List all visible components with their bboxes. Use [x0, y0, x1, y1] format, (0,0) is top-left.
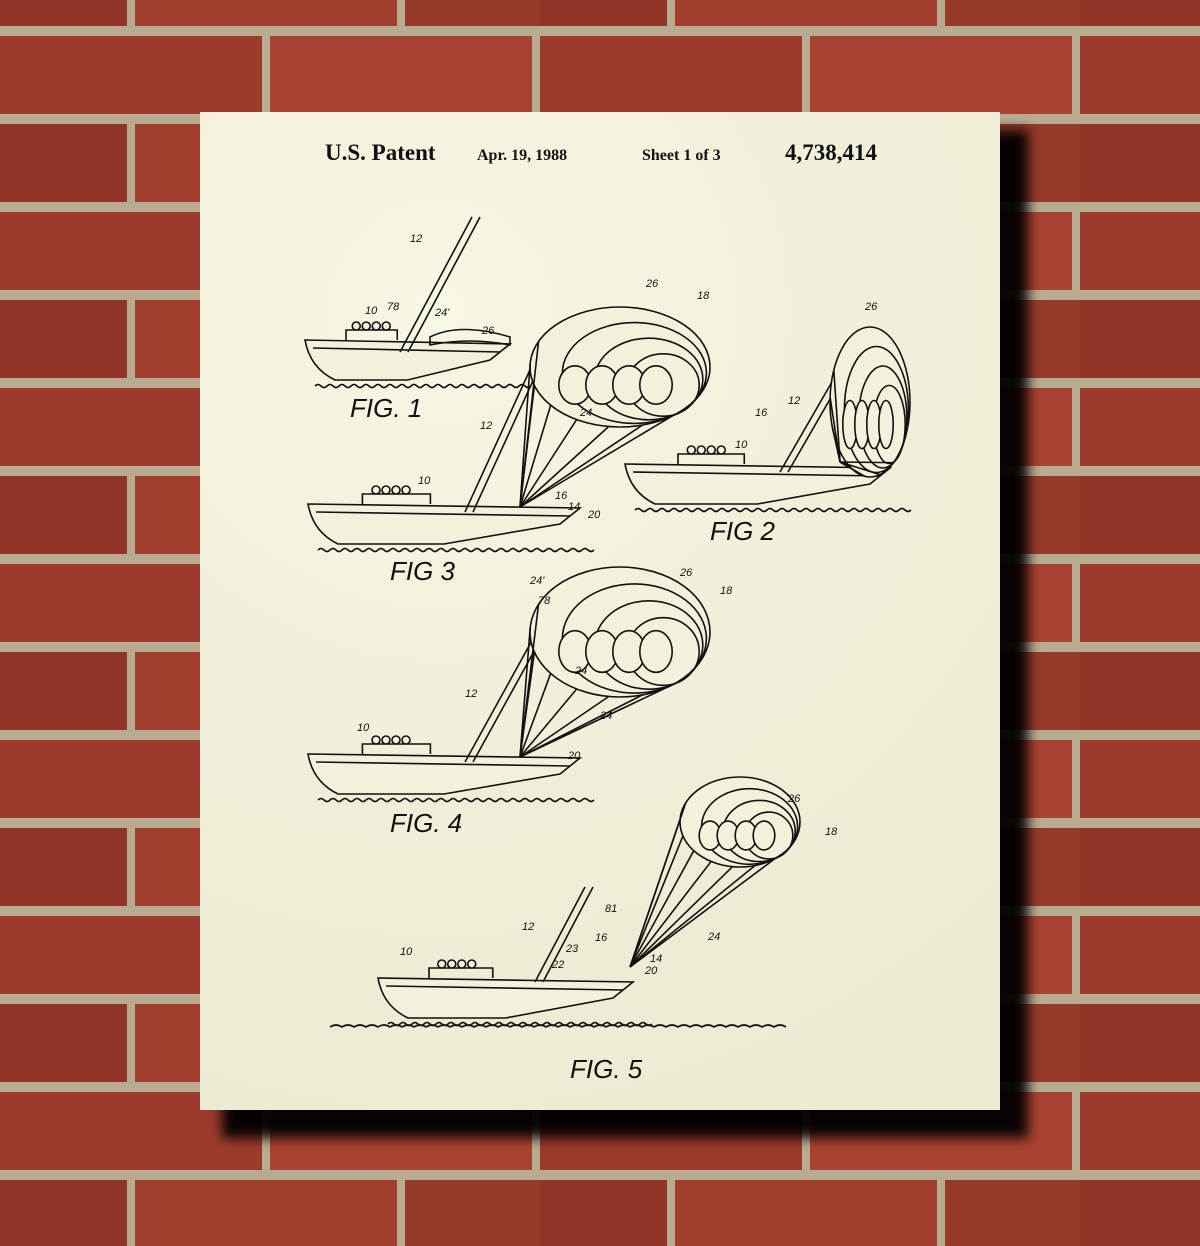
reference-numeral: 26	[481, 325, 495, 337]
reference-numeral: 10	[357, 722, 370, 734]
reference-numeral: 14	[568, 501, 580, 513]
fig-2-drawing	[624, 326, 912, 513]
reference-numeral: 26	[787, 793, 801, 805]
fig-3-caption: FIG 3	[390, 556, 456, 586]
reference-numeral: 16	[595, 932, 608, 944]
reference-numeral: 20	[587, 509, 601, 521]
reference-numeral: 20	[567, 750, 581, 762]
reference-numeral: 20	[644, 965, 658, 977]
reference-numeral: 10	[735, 439, 748, 451]
reference-numeral: 18	[697, 290, 710, 302]
reference-numeral: 12	[788, 395, 800, 407]
reference-numeral: 24'	[434, 307, 450, 319]
reference-numeral: 78	[387, 301, 400, 313]
reference-numeral: 16	[755, 407, 768, 419]
reference-numeral: 24	[574, 665, 587, 677]
reference-numeral: 26	[645, 278, 659, 290]
reference-numeral: 24'	[529, 575, 545, 587]
patent-poster: U.S. Patent Apr. 19, 1988 Sheet 1 of 3 4…	[200, 112, 1000, 1110]
reference-numeral: 18	[720, 585, 733, 597]
fig-1-caption: FIG. 1	[350, 393, 422, 423]
reference-numeral: 12	[480, 420, 492, 432]
reference-numeral: 81	[605, 903, 617, 915]
reference-numeral: 10	[365, 305, 378, 317]
reference-numeral: 14	[650, 953, 662, 965]
reference-numeral: 24	[579, 407, 592, 419]
patent-number: 4,738,414	[785, 140, 878, 165]
patent-drawing: U.S. Patent Apr. 19, 1988 Sheet 1 of 3 4…	[304, 140, 912, 1084]
fig-5-caption: FIG. 5	[570, 1054, 643, 1084]
fig-5-drawing	[329, 776, 801, 1028]
reference-numeral: 24	[707, 931, 720, 943]
reference-numeral: 16	[555, 490, 568, 502]
reference-numeral: 12	[522, 921, 534, 933]
fig-3-drawing	[307, 306, 711, 553]
reference-numeral: 12	[410, 233, 422, 245]
fig-1-drawing	[304, 216, 532, 389]
reference-numeral: 26	[864, 301, 878, 313]
fig-4-caption: FIG. 4	[390, 808, 462, 838]
fig-2-caption: FIG 2	[710, 516, 776, 546]
patent-title: U.S. Patent	[325, 140, 436, 165]
reference-numeral: 26	[679, 567, 693, 579]
reference-numeral: 10	[400, 946, 413, 958]
reference-numeral: 24	[599, 710, 612, 722]
reference-numeral: 18	[825, 826, 838, 838]
reference-numeral: 12	[465, 688, 477, 700]
reference-numeral: 78	[538, 595, 551, 607]
reference-numeral: 23	[565, 943, 579, 955]
reference-numeral: 22	[551, 959, 564, 971]
patent-date: Apr. 19, 1988	[477, 147, 567, 164]
sheet-number: Sheet 1 of 3	[642, 147, 721, 164]
fig-4-drawing	[307, 566, 711, 803]
reference-numeral: 10	[418, 475, 431, 487]
